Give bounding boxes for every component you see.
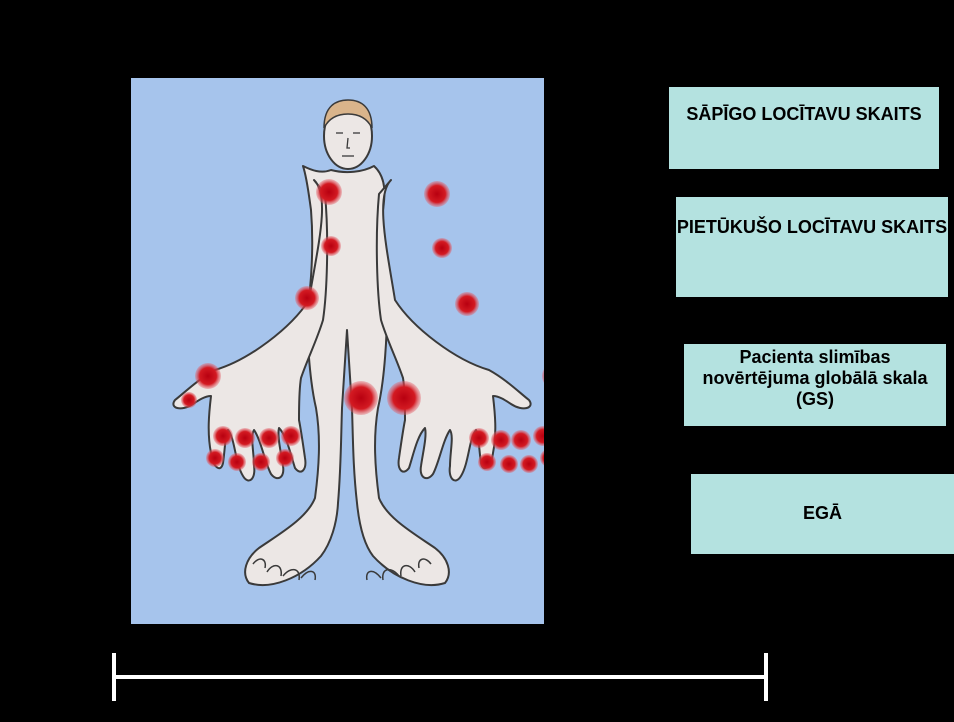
- joint-diagram: [131, 78, 544, 624]
- visual-analog-scale: [110, 653, 770, 703]
- esr-label: EGĀ: [691, 474, 954, 554]
- swollen-joints-label: PIETŪKUŠO LOCĪTAVU SKAITS: [676, 197, 948, 297]
- painful-joints-label: SĀPĪGO LOCĪTAVU SKAITS: [669, 87, 939, 169]
- patient-global-label: Pacienta slimības novērtējuma globālā sk…: [684, 344, 946, 426]
- human-body-joint-diagram-icon: [131, 78, 544, 624]
